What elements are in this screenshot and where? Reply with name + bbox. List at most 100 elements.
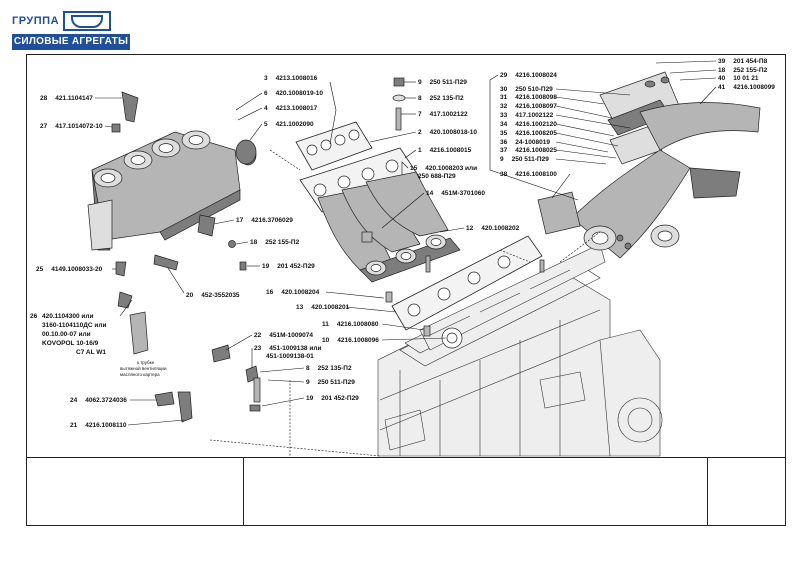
- svg-text:451-1009138-01: 451-1009138-01: [266, 353, 314, 360]
- logo-top: ГРУППА: [12, 10, 130, 32]
- svg-text:масляного картера: масляного картера: [120, 372, 160, 377]
- drawing-frame: [26, 54, 786, 458]
- assembly-lines: [209, 149, 601, 457]
- fasteners: [111, 77, 632, 423]
- svg-text:26: 26: [30, 313, 38, 320]
- svg-text:250 688-П29: 250 688-П29: [418, 173, 456, 180]
- svg-text:C7 AL W1: C7 AL W1: [76, 349, 106, 356]
- gaz-emblem-icon: [63, 11, 112, 31]
- logo-banner: СИЛОВЫЕ АГРЕГАТЫ: [12, 34, 130, 50]
- hose-note: к трубке вытяжной вентиляции масляного к…: [120, 360, 167, 377]
- svg-text:к трубке: к трубке: [137, 360, 155, 365]
- title-block-divider-left: [243, 458, 244, 526]
- svg-text:00.10.00-07 или: 00.10.00-07 или: [42, 331, 91, 338]
- exhaust-gasket: [295, 121, 373, 171]
- svg-text:3160-1104110ДС или: 3160-1104110ДС или: [42, 322, 106, 329]
- title-block: [26, 458, 786, 526]
- callout-26: 26 420.1104300 или 3160-1104110ДС или 00…: [30, 299, 133, 356]
- intake-manifold: [299, 147, 461, 283]
- gaz-logo: ГРУППА СИЛОВЫЕ АГРЕГАТЫ: [12, 10, 130, 52]
- title-block-divider-right: [707, 458, 708, 526]
